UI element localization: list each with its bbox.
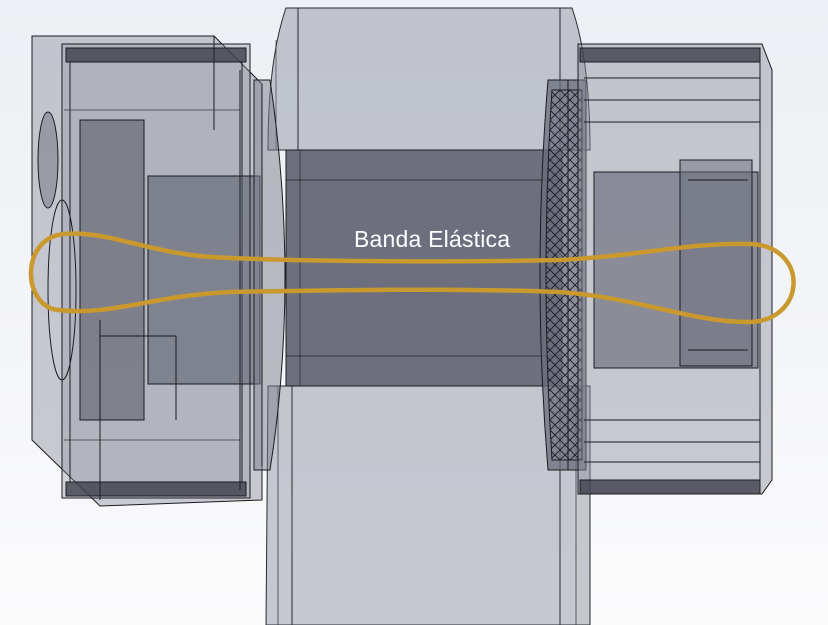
elastic-band [28,231,796,325]
left-collar [253,79,286,471]
left-hub [31,35,263,507]
lower-roller [265,385,591,625]
shaft [285,149,563,387]
right-gear [577,43,773,495]
band-label: Banda Elástica [354,226,511,252]
upper-roller [267,7,591,151]
mesh-coupling [539,79,587,471]
